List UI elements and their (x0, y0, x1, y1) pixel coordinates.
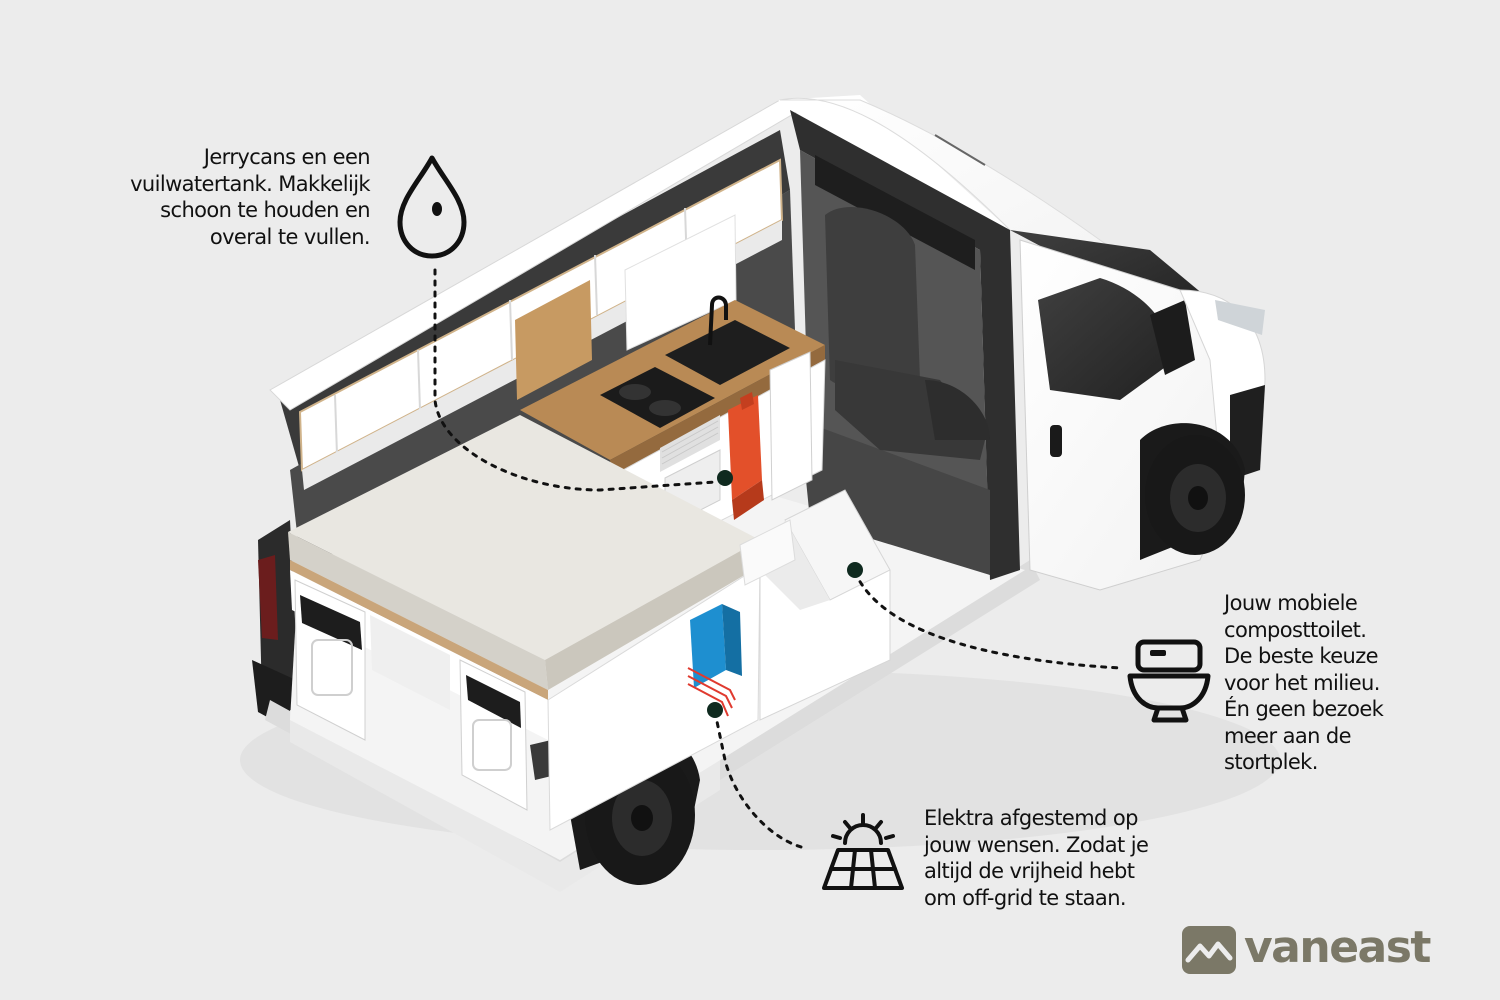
toilet-icon (1127, 639, 1211, 723)
upper-cabinets (298, 158, 784, 490)
solar-panel-icon (822, 813, 904, 890)
electric-callout-text: Elektra afgestemd op jouw wensen. Zodat … (924, 806, 1149, 910)
jerrycans (728, 392, 764, 520)
water-drop-icon (397, 155, 467, 259)
brand-name: vaneast (1244, 922, 1431, 973)
toilet-callout-line (853, 570, 1122, 670)
water-marker (717, 470, 733, 486)
electric-marker (707, 702, 723, 718)
water-callout-text: Jerrycans en een vuilwatertank. Makkelij… (130, 145, 371, 249)
brand-logo: vaneast (1182, 920, 1472, 980)
water-callout-line (433, 268, 717, 492)
toilet-marker (847, 562, 863, 578)
callout-lines (433, 268, 1122, 850)
battery-wiring (687, 604, 742, 717)
toilet-callout-text: Jouw mobiele composttoilet. De beste keu… (1224, 591, 1384, 774)
electric-callout-line (713, 710, 807, 850)
mountain-logo-icon (1182, 926, 1236, 974)
